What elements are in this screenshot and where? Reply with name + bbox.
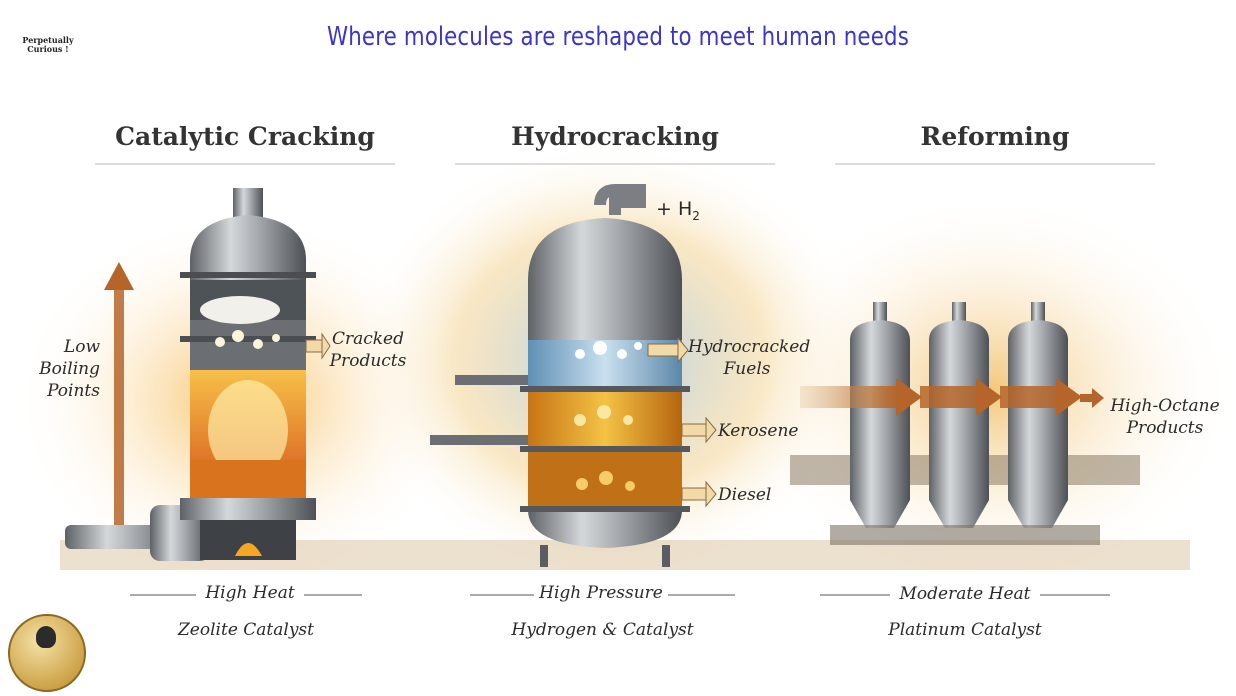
head-silhouette-icon xyxy=(36,626,56,648)
high-octane-products-label: High-Octane Products xyxy=(1100,395,1230,439)
hydrogen-input-text: + H xyxy=(656,198,693,220)
diesel-arrow xyxy=(681,480,717,508)
boiling-points-label: Low Boiling Points xyxy=(20,336,100,402)
hydrogen-subscript: 2 xyxy=(692,208,700,223)
heading-catalytic-cracking: Catalytic Cracking xyxy=(115,122,375,151)
reforming-flow-arrow xyxy=(800,378,1104,416)
cracked-products-line-2: Products xyxy=(329,351,407,371)
logo-line-2: Curious ! xyxy=(27,44,69,54)
hydrocracked-fuels-line-1: Hydrocracked xyxy=(688,337,811,357)
cracked-products-arrow xyxy=(305,332,331,360)
high-octane-line-1: High-Octane xyxy=(1110,396,1220,416)
catalyst-zeolite: Zeolite Catalyst xyxy=(178,620,314,640)
boiling-label-line-3: Points xyxy=(47,381,100,401)
cracking-column xyxy=(65,188,316,561)
heading-hydrocracking: Hydrocracking xyxy=(511,122,719,151)
kerosene-label: Kerosene xyxy=(718,421,799,441)
perpetually-curious-logo xyxy=(8,614,86,692)
logo-line-1: Perpetually xyxy=(22,35,74,45)
cracked-products-label: Cracked Products xyxy=(328,328,408,372)
condition-moderate-heat: Moderate Heat xyxy=(899,584,1031,604)
catalyst-platinum: Platinum Catalyst xyxy=(888,620,1042,640)
hydrocracked-fuels-arrow xyxy=(647,336,689,364)
diesel-label: Diesel xyxy=(718,485,772,505)
condition-high-heat: High Heat xyxy=(205,583,295,603)
page-title: Where molecules are reshaped to meet hum… xyxy=(327,22,909,52)
high-octane-line-2: Products xyxy=(1126,418,1204,438)
kerosene-arrow xyxy=(681,416,717,444)
reformer-towers xyxy=(790,302,1140,545)
hydrocracking-vessel xyxy=(430,184,690,567)
hydrocracked-fuels-line-2: Fuels xyxy=(723,359,771,379)
boiling-label-line-1: Low xyxy=(63,337,100,357)
logo-text: Perpetually Curious ! xyxy=(18,36,78,54)
boiling-point-arrow xyxy=(104,262,134,545)
condition-high-pressure: High Pressure xyxy=(539,583,663,603)
hydrogen-input-label: + H2 xyxy=(656,198,716,227)
catalyst-hydrogen: Hydrogen & Catalyst xyxy=(511,620,694,640)
boiling-label-line-2: Boiling xyxy=(39,359,100,379)
hydrocracked-fuels-label: Hydrocracked Fuels xyxy=(688,336,811,380)
cracked-products-line-1: Cracked xyxy=(331,329,405,349)
heading-reforming: Reforming xyxy=(920,122,1070,151)
